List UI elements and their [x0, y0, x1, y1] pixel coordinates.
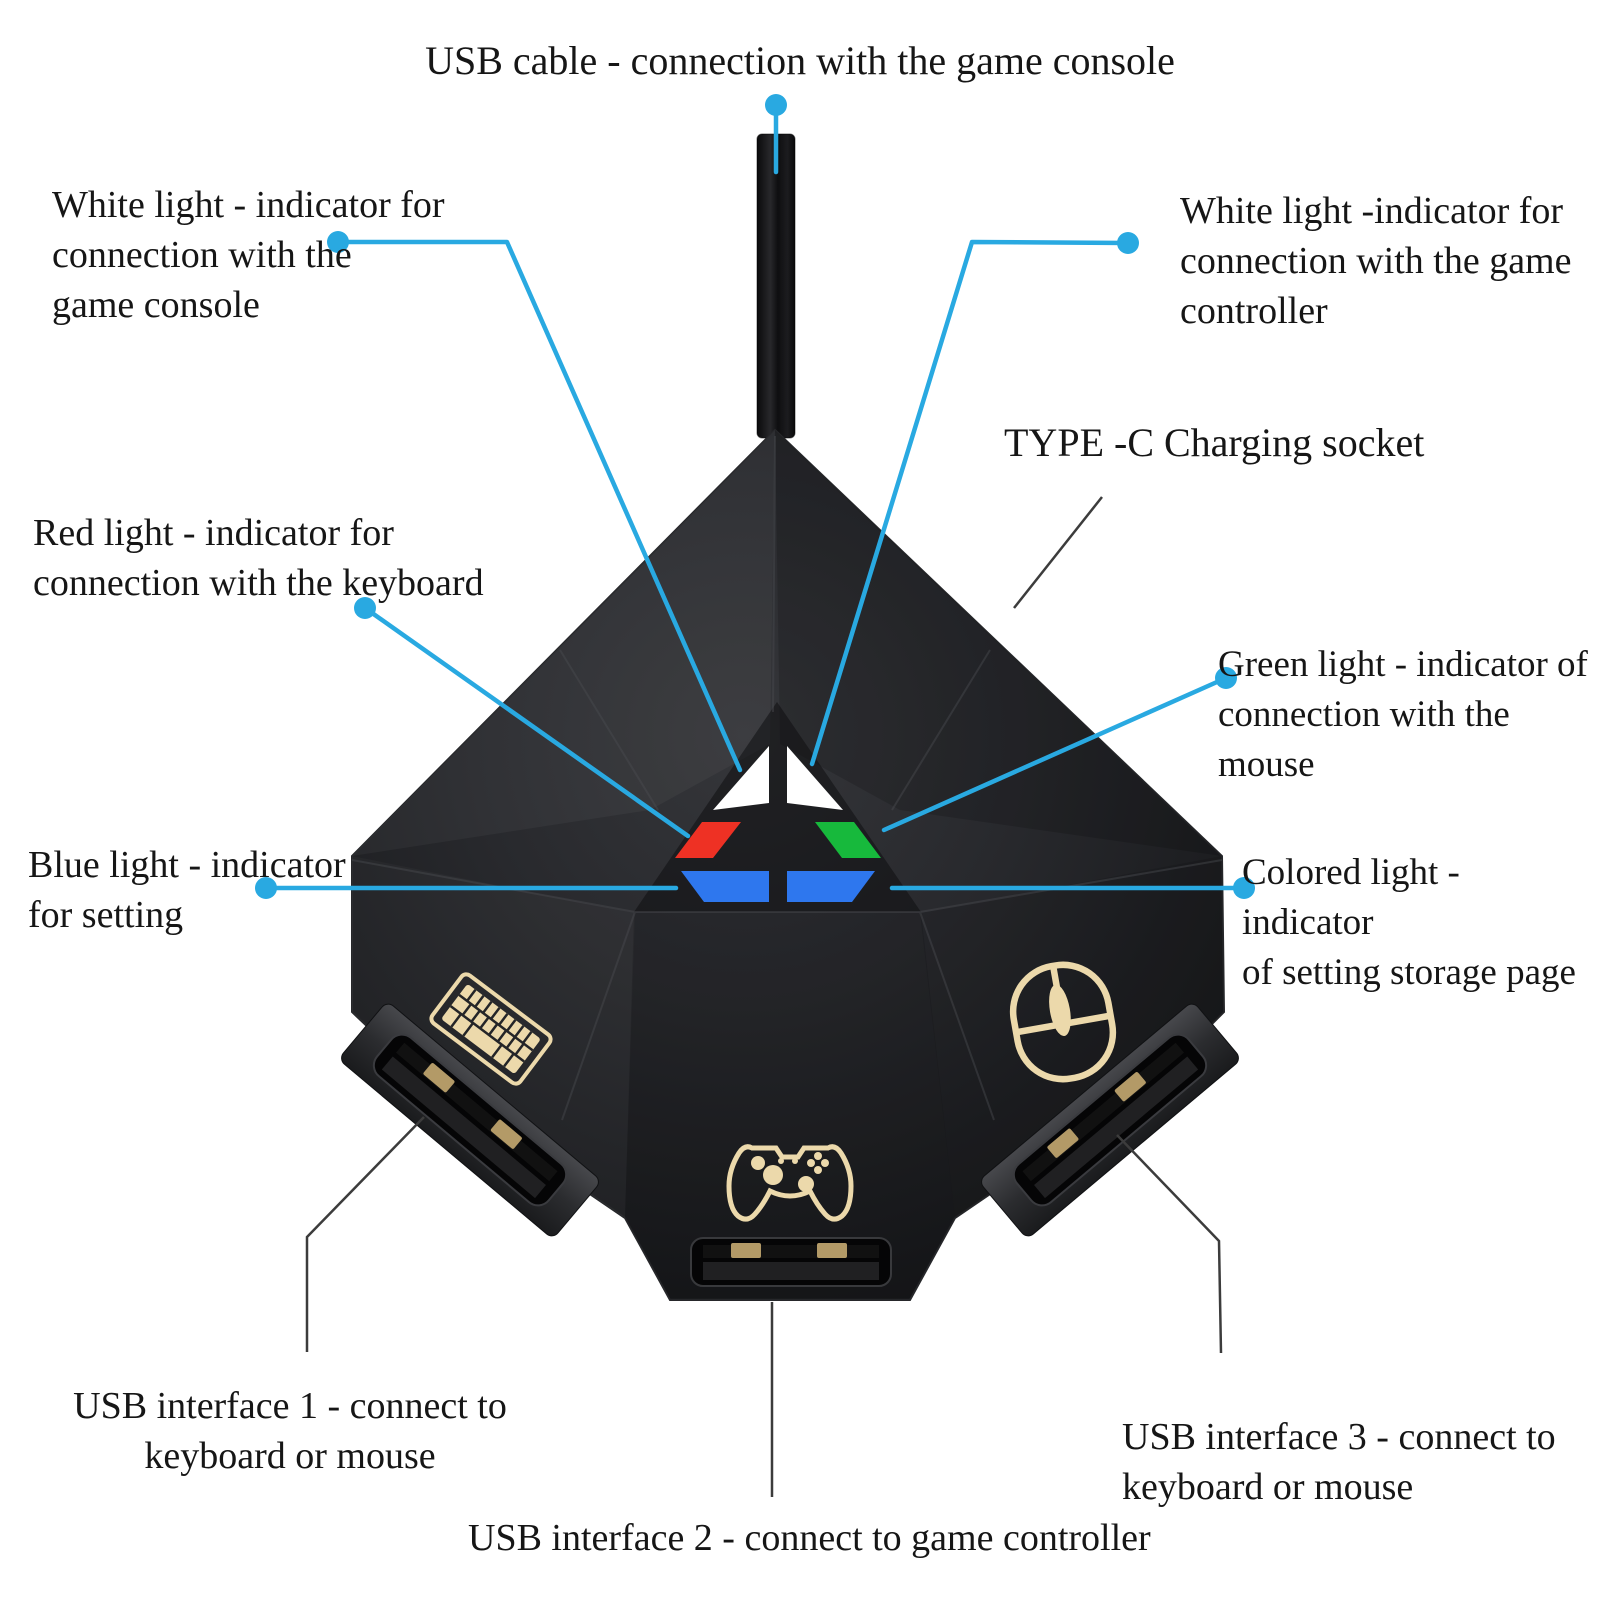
callout-dot-blue: [255, 877, 277, 899]
triangle-lights-icon: [675, 746, 881, 902]
keyboard-icon: [429, 972, 553, 1086]
label-blue-light: Blue light - indicator for setting: [28, 844, 346, 936]
callout-line-usb1: [305, 1116, 425, 1352]
usb-port-2: [690, 1237, 892, 1287]
red-light: [675, 822, 741, 858]
mouse-icon: [1009, 961, 1117, 1083]
label-usb-interface-2: USB interface 2 - connect to game contro…: [468, 1517, 1151, 1559]
usb-port-1: [341, 1003, 599, 1237]
label-white-light-console: White light - indicator for connection w…: [52, 184, 445, 326]
facet-shading: [352, 430, 1224, 1298]
label-green-light: Green light - indicator of connection wi…: [1218, 644, 1588, 785]
callout-dot-green: [1215, 667, 1237, 689]
callout-dot-colored: [1233, 877, 1255, 899]
callout-dot-red: [354, 597, 376, 619]
label-colored-light: Colored light - indicator of setting sto…: [1242, 852, 1576, 993]
blue-light-left: [681, 871, 769, 902]
usb-cable: [756, 133, 796, 439]
blue-callout-lines: [263, 105, 1247, 891]
callout-line-type-c: [1013, 496, 1103, 609]
callout-line-white-left: [335, 239, 743, 773]
callout-line-green: [881, 675, 1229, 833]
colored-light-right: [787, 871, 875, 902]
label-red-light: Red light - indicator for connection wit…: [33, 512, 484, 604]
callout-line-usb3: [1116, 1134, 1223, 1354]
callout-line-red: [362, 605, 691, 839]
label-usb-interface-1: USB interface 1 - connect to keyboard or…: [73, 1385, 507, 1477]
blue-callout-dots: [255, 94, 1255, 899]
label-usb-interface-3: USB interface 3 - connect to keyboard or…: [1122, 1416, 1556, 1508]
label-usb-cable: USB cable - connection with the game con…: [425, 38, 1175, 83]
callout-dot-usb-cable: [765, 94, 787, 116]
label-type-c-socket: TYPE -C Charging socket: [1004, 420, 1425, 465]
white-light-right: [787, 746, 843, 810]
usb-port-3: [981, 1003, 1239, 1237]
callout-dot-white-right: [1117, 232, 1139, 254]
green-light: [815, 822, 881, 858]
label-white-light-controller: White light -indicator for connection wi…: [1180, 190, 1572, 332]
callout-dot-white-left: [327, 231, 349, 253]
dark-callout-lines: [305, 496, 1223, 1497]
callout-line-white-right: [809, 239, 1131, 767]
gamepad-icon: [726, 1144, 854, 1222]
white-light-left: [713, 746, 769, 810]
